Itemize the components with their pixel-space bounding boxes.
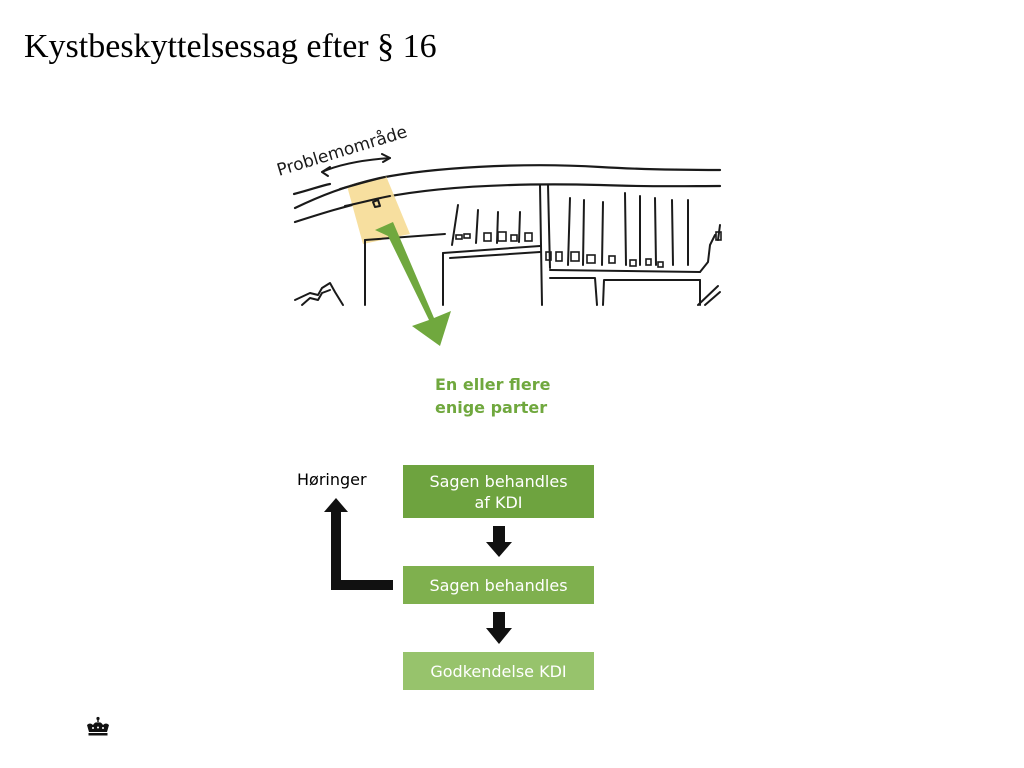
step-kdi-approval: Godkendelse KDI [403,652,594,690]
crown-icon [87,716,109,736]
hearing-label: Høringer [297,470,367,489]
problem-area-highlight [347,176,410,244]
parties-label: En eller flere enige parter [435,373,635,419]
arrow-down-icon [486,526,512,557]
parties-label-line: enige parter [435,398,548,417]
slide-title: Kystbeskyttelsessag efter § 16 [24,28,437,65]
step-case-handling: Sagen behandles [403,566,594,604]
feedback-arrow-icon [324,498,393,590]
step-kdi-handling: Sagen behandles af KDI [403,465,594,518]
parties-label-line: En eller flere [435,375,551,394]
step-label: af KDI [474,492,523,512]
step-label: Sagen behandles [429,575,568,595]
arrow-down-icon [486,612,512,644]
coastal-map: Problemområde [274,121,722,306]
step-label: Sagen behandles [429,471,568,491]
step-label: Godkendelse KDI [430,661,567,681]
problem-area-label: Problemområde [274,121,409,181]
